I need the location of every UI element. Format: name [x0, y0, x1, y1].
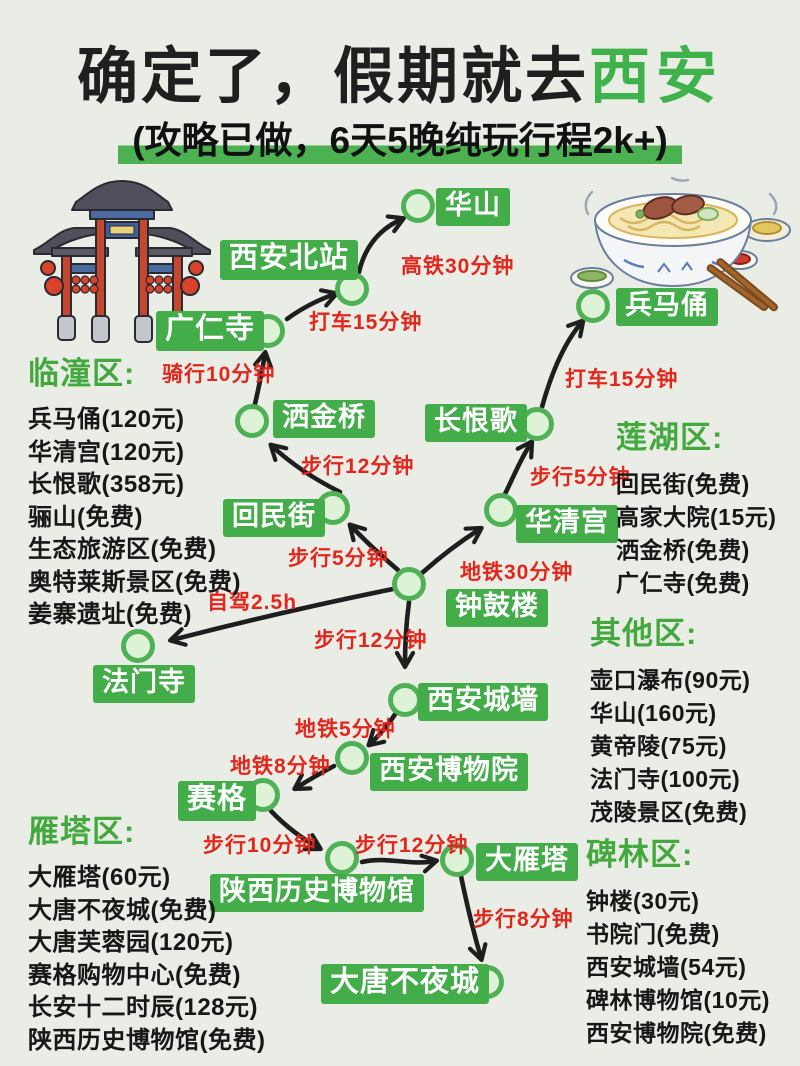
transit-label-dache15-bingmayong: 打车15分钟	[565, 368, 679, 391]
map-node-huashan	[401, 189, 435, 223]
district-qita-heading: 其他区:	[590, 616, 698, 651]
attraction-price-item: 广仁寺(免费)	[616, 570, 750, 596]
attraction-price-item: 长恨歌(358元)	[28, 471, 185, 498]
attraction-price-item: 碑林博物馆(10元)	[586, 987, 770, 1013]
noodle-bowl-illustration	[570, 176, 791, 312]
poster-subtitle: (攻略已做，6天5晚纯玩行程2k+)	[0, 110, 800, 164]
attraction-price-item: 书院门(免费)	[586, 921, 720, 947]
map-node-huaqinggong	[484, 493, 518, 527]
district-yanta: 雁塔区: 大雁塔(60元) 大唐不夜城(免费) 大唐芙蓉园(120元) 赛格购物中心(…	[28, 806, 265, 1057]
map-node-shanxilishibowuguan	[325, 841, 359, 875]
district-lianhu: 莲湖区: 回民街(免费) 高家大院(15元) 洒金桥(免费) 广仁寺(免费)	[616, 412, 776, 600]
place-tag-famensi: 法门寺	[93, 665, 195, 703]
attraction-price-item: 茂陵景区(免费)	[590, 799, 748, 825]
attraction-price-item: 西安城墙(54元)	[586, 954, 747, 980]
transit-label-ditie5: 地铁5分钟	[295, 718, 396, 741]
attraction-price-item: 赛格购物中心(免费)	[28, 961, 241, 989]
transit-label-buxing12-dayanta: 步行12分钟	[355, 834, 469, 857]
transit-label-buxing12-sajinqiao: 步行12分钟	[301, 455, 415, 478]
place-tag-saige: 赛格	[178, 781, 257, 821]
title-highlight-xian: 西安	[589, 42, 724, 110]
transit-label-ditie8: 地铁8分钟	[230, 755, 331, 778]
transit-label-zijia25h: 自驾2.5h	[207, 591, 298, 614]
place-tag-bingmayong: 兵马俑	[616, 288, 718, 326]
place-tag-shanxilishibowuguan: 陕西历史博物馆	[210, 874, 424, 912]
attraction-price-item: 骊山(免费)	[28, 503, 143, 531]
place-tag-huaqinggong: 华清宫	[516, 505, 618, 543]
attraction-price-item: 大雁塔(60元)	[28, 864, 171, 891]
place-tag-huashan: 华山	[436, 188, 510, 226]
title-prefix: 确定了，假期就去	[76, 42, 589, 110]
place-tag-datangbuyecheng: 大唐不夜城	[321, 964, 490, 1004]
place-tag-guangrensi: 广仁寺	[156, 311, 265, 351]
place-tag-xianbeizhan: 西安北站	[220, 240, 359, 280]
district-beilin-list: 钟楼(30元) 书院门(免费) 西安城墙(54元) 碑林博物馆(10元) 西安博物院(免…	[586, 885, 770, 1050]
place-tag-xianbowuyuan: 西安博物院	[370, 753, 528, 791]
transit-label-ditie30: 地铁30分钟	[460, 561, 574, 584]
attraction-price-item: 长安十二时辰(128元)	[28, 994, 259, 1021]
map-node-xianchengqiang	[388, 683, 422, 717]
attraction-price-item: 生态旅游区(免费)	[28, 536, 217, 563]
district-qita: 其他区: 壶口瀑布(90元) 华山(160元) 黄帝陵(75元) 法门寺(100元) 茂…	[590, 608, 750, 829]
place-tag-sajinqiao: 洒金桥	[273, 400, 375, 438]
attraction-price-item: 姜寨遗址(免费)	[28, 601, 192, 628]
place-tag-xianchengqiang: 西安城墙	[418, 683, 548, 721]
map-node-bingmayong	[576, 289, 610, 323]
attraction-price-item: 大唐芙蓉园(120元)	[28, 929, 234, 956]
attraction-price-item: 洒金桥(免费)	[616, 537, 750, 563]
attraction-price-item: 黄帝陵(75元)	[590, 733, 727, 759]
attraction-price-item: 回民街(免费)	[616, 471, 750, 497]
district-lianhu-heading: 莲湖区:	[616, 420, 724, 455]
transit-label-buxing10: 步行10分钟	[203, 834, 317, 857]
district-yanta-list: 大雁塔(60元) 大唐不夜城(免费) 大唐芙蓉园(120元) 赛格购物中心(免费) 长安…	[28, 862, 265, 1057]
arrow-huaqinggong-changhenge	[502, 439, 535, 497]
subtitle-highlight-bar: (攻略已做，6天5晚纯玩行程2k+)	[118, 110, 682, 164]
attraction-price-item: 大唐不夜城(免费)	[28, 896, 217, 924]
attraction-price-item: 钟楼(30元)	[586, 888, 700, 914]
attraction-price-item: 华山(160元)	[590, 700, 717, 726]
poster-title: 确定了，假期就去西安	[0, 26, 800, 115]
district-qita-list: 壶口瀑布(90元) 华山(160元) 黄帝陵(75元) 法门寺(100元) 茂陵景区(免…	[590, 664, 750, 829]
transit-label-buxing5-huiminjie: 步行5分钟	[288, 547, 389, 570]
attraction-price-item: 壶口瀑布(90元)	[590, 667, 751, 693]
place-tag-dayanta: 大雁塔	[476, 843, 578, 881]
district-lintong: 临潼区: 兵马俑(120元) 华清宫(120元) 长恨歌(358元) 骊山(免费) 生态…	[28, 348, 241, 632]
transit-label-buxing12-chengqiang: 步行12分钟	[314, 629, 428, 652]
place-tag-zhonggulou: 钟鼓楼	[446, 589, 548, 627]
transit-label-qixing10: 骑行10分钟	[162, 363, 276, 386]
transit-label-buxing5-changhenge: 步行5分钟	[530, 466, 631, 489]
transit-label-gaotie30: 高铁30分钟	[401, 255, 515, 278]
attraction-price-item: 华清宫(120元)	[28, 438, 185, 466]
district-lintong-heading: 临潼区:	[28, 356, 136, 391]
attraction-price-item: 奥特莱斯景区(免费)	[28, 568, 241, 596]
place-tag-huiminjie: 回民街	[223, 499, 325, 537]
place-tag-changhenge: 长恨歌	[425, 404, 527, 442]
attraction-price-item: 高家大院(15元)	[616, 504, 777, 530]
map-node-famensi	[121, 629, 155, 663]
district-lianhu-list: 回民街(免费) 高家大院(15元) 洒金桥(免费) 广仁寺(免费)	[616, 468, 776, 600]
arrow-xianbeizhan-huashan	[356, 214, 406, 275]
map-node-xianbowuyuan	[335, 741, 369, 775]
district-yanta-heading: 雁塔区:	[28, 814, 136, 849]
transit-label-buxing8: 步行8分钟	[473, 908, 574, 931]
district-beilin-heading: 碑林区:	[586, 837, 694, 872]
attraction-price-item: 兵马俑(120元)	[28, 406, 185, 433]
arrow-shanxilishibowuguan-dayanta	[359, 853, 440, 874]
map-node-zhonggulou	[392, 567, 426, 601]
map-node-dayanta	[440, 843, 474, 877]
district-beilin: 碑林区: 钟楼(30元) 书院门(免费) 西安城墙(54元) 碑林博物馆(10元) 西安…	[586, 829, 770, 1050]
transit-label-dache15-north: 打车15分钟	[309, 311, 423, 334]
attraction-price-item: 西安博物院(免费)	[586, 1020, 767, 1046]
attraction-price-item: 法门寺(100元)	[590, 766, 741, 792]
map-node-sajinqiao	[235, 404, 269, 438]
district-lintong-list: 兵马俑(120元) 华清宫(120元) 长恨歌(358元) 骊山(免费) 生态旅游区(免…	[28, 404, 241, 632]
attraction-price-item: 陕西历史博物馆(免费)	[28, 1026, 266, 1054]
